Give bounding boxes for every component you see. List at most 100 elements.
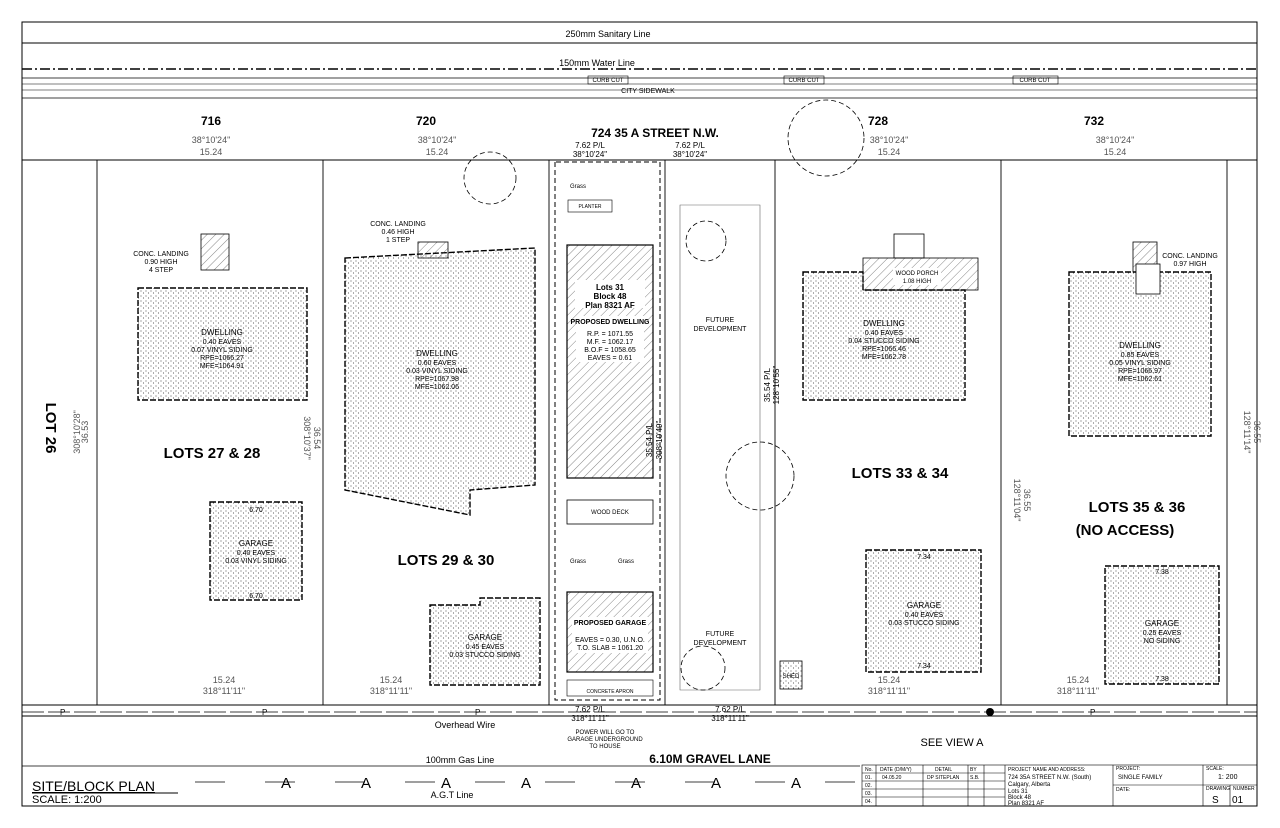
grass-rear-right: Grass	[618, 559, 634, 565]
power-note-3: TO HOUSE	[589, 744, 620, 750]
tb-by-header: BY	[970, 767, 977, 773]
agt-label: A.G.T Line	[431, 790, 474, 800]
front-bearing-right: 38°10'24"	[673, 150, 707, 159]
dwelling-716-siding: 0.07 VINYL SIDING	[191, 347, 253, 354]
side-720-bearing: 308°10'37"	[302, 416, 312, 460]
rear-bearing-732: 318°11'11"	[1057, 686, 1099, 696]
rear-width-716: 15.24	[213, 675, 236, 685]
subject-garage-slab: T.O. SLAB = 1061.20	[577, 645, 643, 652]
concrete-apron-label: CONCRETE APRON	[587, 689, 634, 695]
dwelling-732-siding: 0.05 VINYL SIDING	[1109, 360, 1171, 367]
garage-732-title: GARAGE	[1145, 619, 1179, 628]
side-far-bearing: 128°11'14"	[1242, 411, 1252, 454]
grass-rear-left: Grass	[570, 559, 586, 565]
dwelling-728-title: DWELLING	[863, 319, 905, 328]
overhead-wire-label: Overhead Wire	[435, 720, 496, 730]
subject-garage-eaves: EAVES = 0.30, U.N.O.	[575, 637, 645, 644]
landing-720-h: 0.46 HIGH	[381, 229, 414, 236]
garage-716-eaves: 0.40 EAVES	[237, 550, 276, 557]
agt-a-4: A	[521, 775, 531, 792]
garage-716-width-bottom: 6.70	[249, 593, 263, 600]
subject-deck: WOOD DECK Grass Grass	[566, 499, 654, 565]
subject-side-length-r: 35.54 P/L	[763, 367, 772, 402]
curb-cut-label-2: CURB CUT	[789, 78, 820, 84]
dwelling-720-eaves: 0.60 EAVES	[418, 360, 457, 367]
tb-row-4: 04.	[865, 799, 872, 805]
dwelling-728-mfe: MFE=1062.78	[862, 354, 906, 361]
front-pl-right: 7.62 P/L	[675, 141, 705, 150]
garage-716: GARAGE 0.40 EAVES 0.03 VINYL SIDING 6.70…	[209, 501, 303, 601]
garage-720: GARAGE 0.45 EAVES 0.03 STUCCO SIDING	[429, 597, 541, 686]
garage-720-title: GARAGE	[468, 633, 502, 642]
water-line: 150mm Water Line	[22, 58, 1257, 70]
future-dev-sub-2: DEVELOPMENT	[694, 640, 748, 647]
tb-drawing-header: DRAWING	[1206, 786, 1230, 792]
tb-sheet: S	[1212, 795, 1219, 806]
rear-bearing-716: 318°11'11"	[203, 686, 245, 696]
dwelling-732-eaves: 0.85 EAVES	[1121, 352, 1160, 359]
garage-720-eaves: 0.45 EAVES	[466, 644, 505, 651]
landing-716-h: 0.90 HIGH	[144, 259, 177, 266]
dwelling-732-title: DWELLING	[1119, 341, 1161, 350]
city-sidewalk-label: CITY SIDEWALK	[621, 88, 675, 95]
dwelling-720: DWELLING 0.60 EAVES 0.03 VINYL SIDING RP…	[344, 221, 536, 516]
address-716: 716	[201, 114, 221, 128]
dwelling-728-eaves: 0.40 EAVES	[865, 330, 904, 337]
curb-cut-label-1: CURB CUT	[593, 78, 624, 84]
garage-732: GARAGE 0.25 EAVES NO SIDING 7.38 7.38	[1104, 565, 1220, 685]
dwelling-716-mfe: MFE=1064.91	[200, 363, 244, 370]
lot-26-label: LOT 26	[42, 403, 59, 454]
dwelling-728: WOOD PORCH 1.08 HIGH DWELLING 0.40 EAVES…	[802, 233, 979, 401]
wood-deck-label: WOOD DECK	[591, 510, 629, 516]
water-label: 150mm Water Line	[559, 58, 635, 68]
tb-row-2: 02.	[865, 783, 872, 789]
front-width-716: 15.24	[200, 147, 223, 157]
future-development-north: FUTURE DEVELOPMENT FUTURE DEVELOPMENT	[679, 204, 761, 691]
address-728: 728	[868, 114, 888, 128]
garage-732-width-bottom: 7.38	[1155, 676, 1169, 683]
dwelling-720-title: DWELLING	[416, 349, 458, 358]
lots-27-28-label: LOTS 27 & 28	[164, 445, 261, 462]
garage-732-width-top: 7.38	[1155, 569, 1169, 576]
garage-728-width-bottom: 7.34	[917, 663, 931, 670]
front-bearing-728: 38°10'24"	[870, 135, 909, 145]
agt-a-5: A	[631, 775, 641, 792]
rear-width-728: 15.24	[878, 675, 901, 685]
dwelling-716-title: DWELLING	[201, 328, 243, 337]
lot-lines	[22, 160, 1257, 717]
tb-no-header: No.	[865, 767, 873, 773]
side-far-length: 36.55	[1252, 421, 1262, 444]
tb-row-1: 01.	[865, 775, 872, 781]
front-width-732: 15.24	[1104, 147, 1127, 157]
garage-720-siding: 0.03 STUCCO SIDING	[449, 652, 520, 659]
agt-line: A A A A A A A A.G.T Line	[195, 775, 860, 800]
lots-33-34-label: LOTS 33 & 34	[852, 465, 949, 482]
subject-mf: M.F. = 1062.17	[587, 339, 634, 346]
power-note-2: GARAGE UNDERGROUND	[567, 737, 643, 743]
dwelling-720-siding: 0.03 VINYL SIDING	[406, 368, 468, 375]
garage-728-eaves: 0.40 EAVES	[905, 612, 944, 619]
garage-716-siding: 0.03 VINYL SIDING	[225, 558, 287, 565]
subject-eaves: EAVES = 0.61	[588, 355, 633, 362]
side-720-length: 36.54	[312, 427, 322, 450]
tb-scale-value: 1: 200	[1218, 774, 1238, 781]
garage-716-title: GARAGE	[239, 539, 273, 548]
subject-garage-title: PROPOSED GARAGE	[574, 620, 647, 627]
landing-720: CONC. LANDING	[370, 221, 426, 228]
subject-side-bearing: 308°10'49"	[655, 420, 664, 459]
dwelling-716-rpe: RPE=1066.27	[200, 355, 244, 362]
shed-label: SHED	[783, 674, 800, 680]
power-note-1: POWER WILL GO TO	[576, 730, 635, 736]
tb-project-type-header: PROJECT:	[1116, 766, 1140, 772]
subject-lot: Lots 31	[596, 283, 625, 292]
rear-bearing-728: 318°11'11"	[868, 686, 910, 696]
overhead-wire-line: P P P P	[22, 708, 1257, 717]
rear-width-732: 15.24	[1067, 675, 1090, 685]
dwelling-716: DWELLING 0.40 EAVES 0.07 VINYL SIDING RP…	[133, 233, 308, 401]
front-width-728: 15.24	[878, 147, 901, 157]
agt-a-1: A	[281, 775, 291, 792]
tb-block: Block 48	[1008, 795, 1032, 801]
tb-project-type: SINGLE FAMILY	[1118, 775, 1163, 781]
subject-dwelling-title: PROPOSED DWELLING	[571, 319, 651, 326]
